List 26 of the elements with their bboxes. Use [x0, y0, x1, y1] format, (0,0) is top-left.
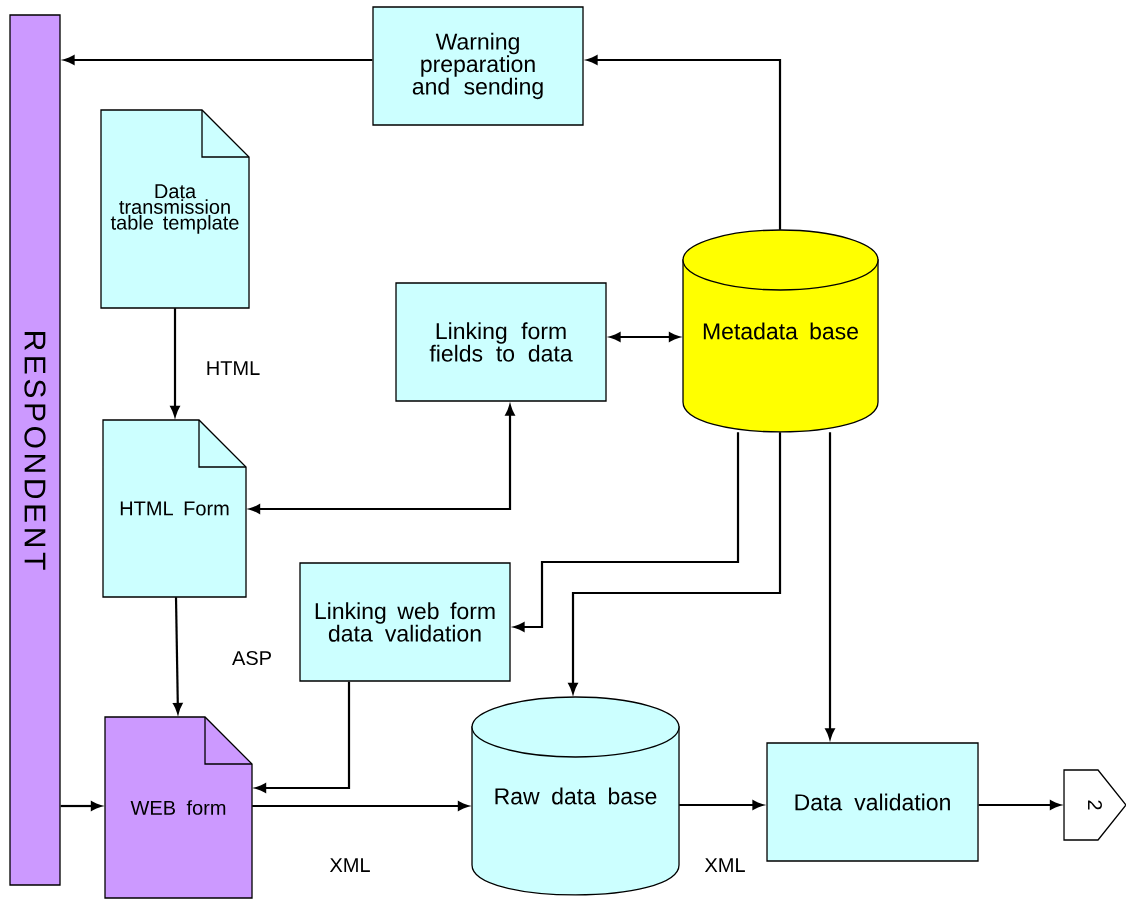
process-box: Data validation: [766, 742, 979, 862]
arrow: [679, 800, 764, 810]
edge-label: XML: [703, 857, 747, 873]
process-box: Linking form fields to data: [395, 282, 607, 402]
arrow: [568, 432, 782, 694]
arrow: [252, 801, 469, 811]
arrow: [63, 55, 373, 65]
off-page-connector: 2: [1063, 769, 1126, 841]
edge-label: XML: [328, 857, 372, 873]
process-box: Linking web form data validation: [299, 562, 511, 682]
edge-label: ASP: [231, 649, 273, 667]
respondent-bar: RESPONDENT: [9, 14, 61, 886]
arrow: [586, 55, 782, 230]
database-cylinder: Metadata base: [682, 229, 879, 433]
edge-label: HTML: [204, 360, 262, 376]
arrow: [60, 801, 102, 811]
arrow: [255, 681, 351, 793]
database-cylinder: Raw data base: [471, 696, 680, 896]
double-arrow: [609, 332, 680, 342]
arrow: [173, 597, 183, 714]
process-box: Warning preparation and sending: [372, 6, 584, 126]
arrow: [978, 800, 1061, 810]
arrow: [170, 308, 180, 417]
arrow: [825, 432, 835, 740]
arrow: [513, 432, 740, 632]
double-arrow: [249, 404, 515, 514]
